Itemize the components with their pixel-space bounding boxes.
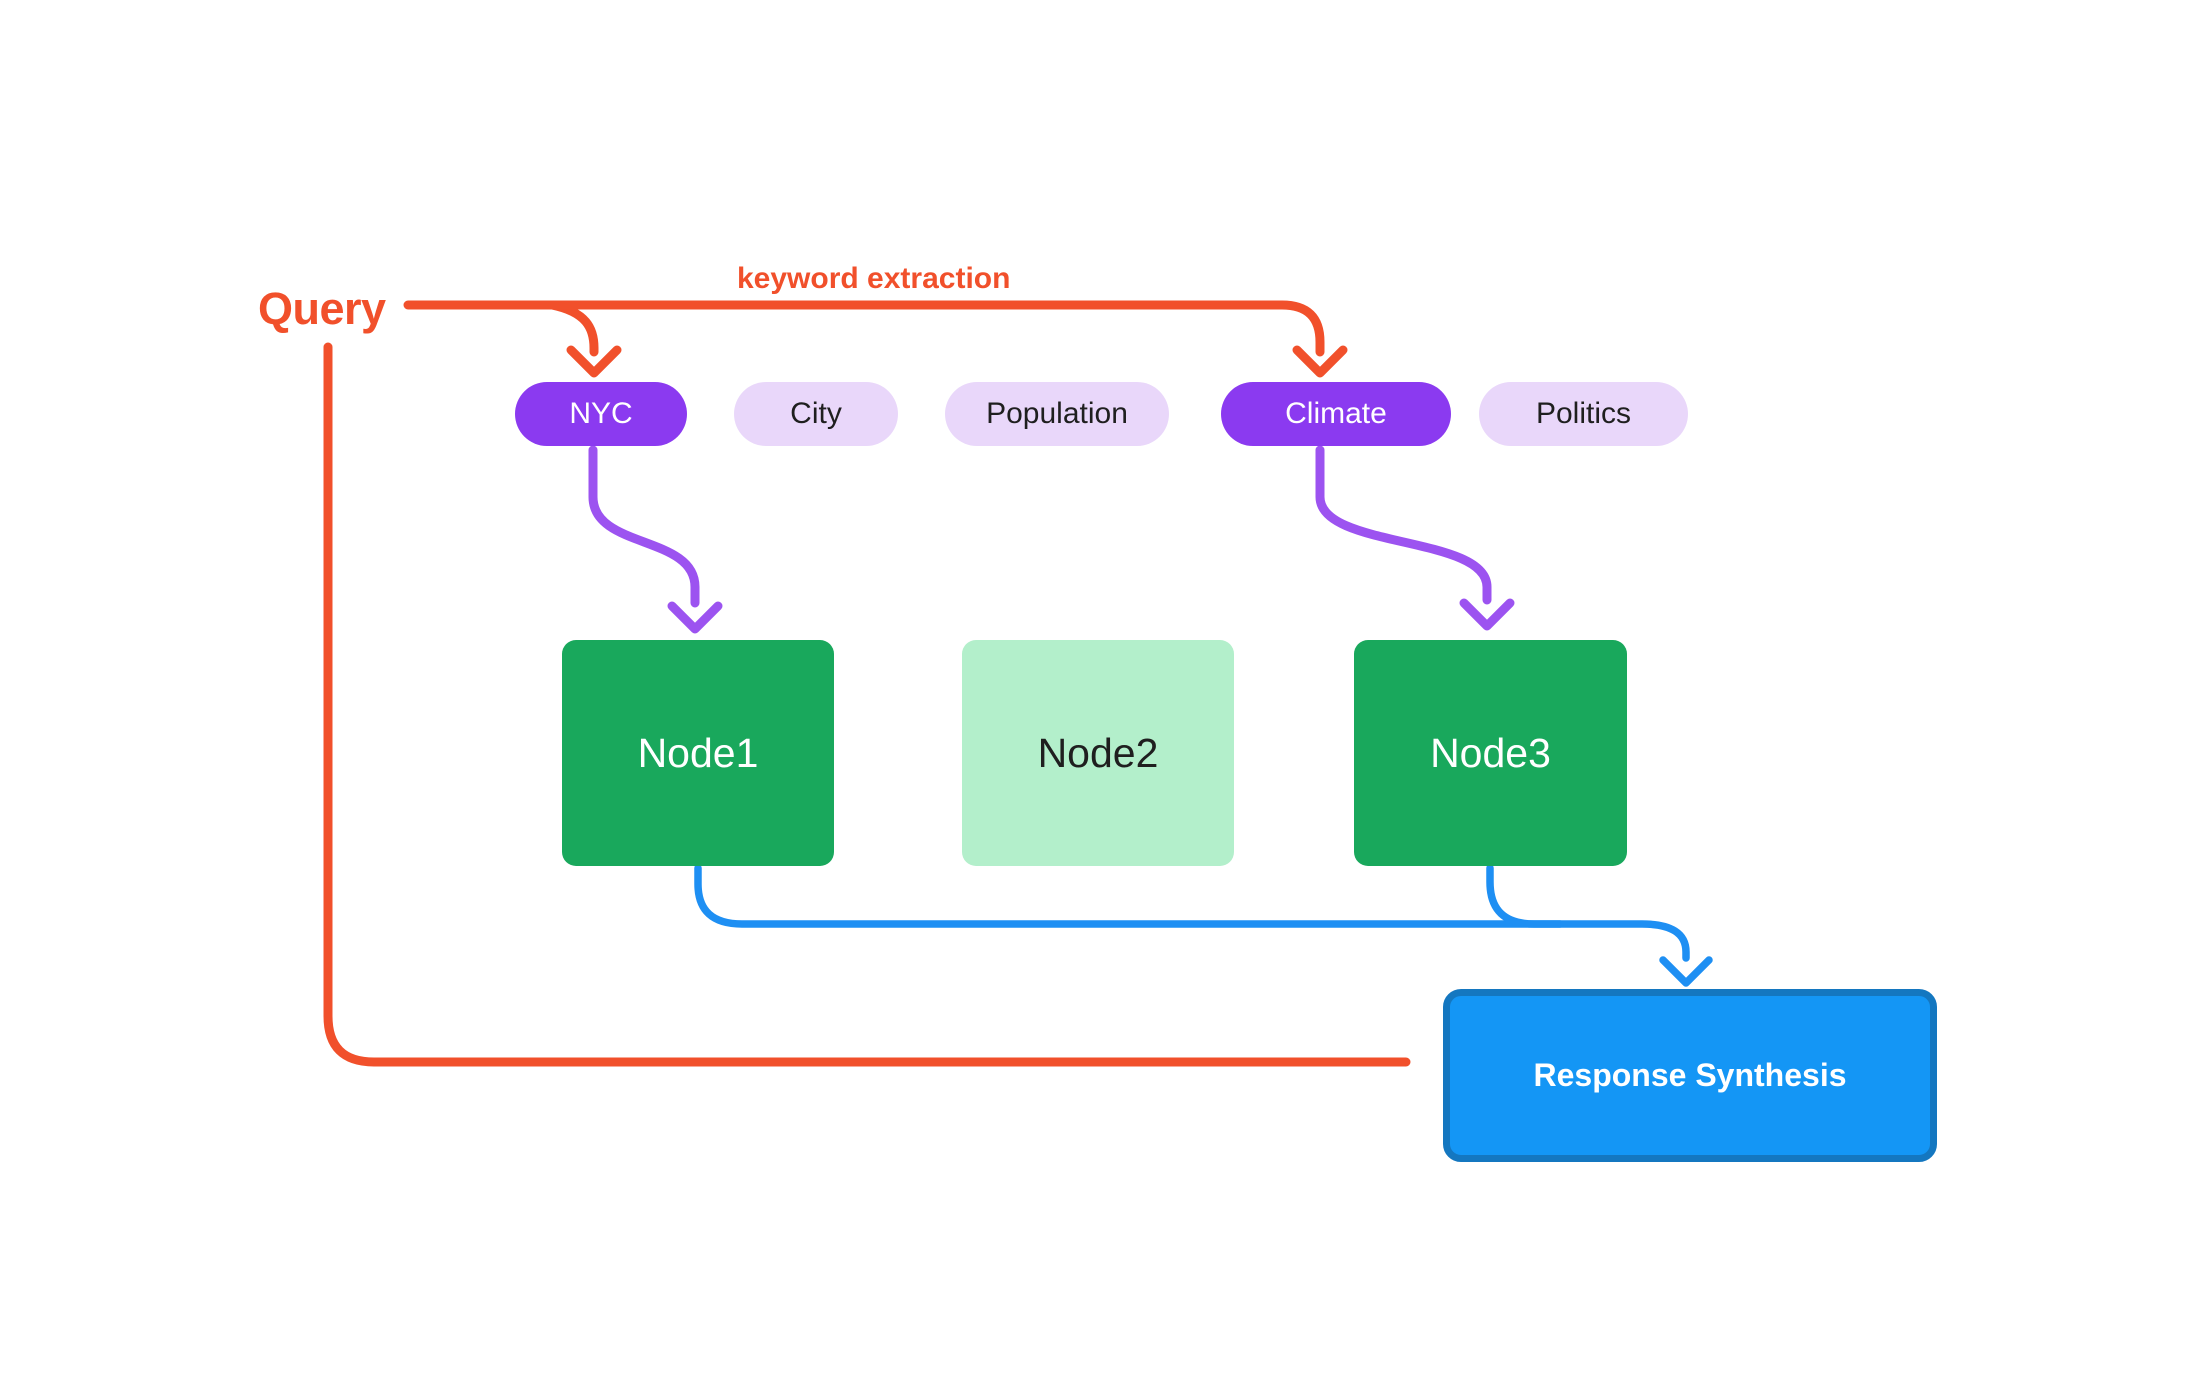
node3-to-response-line <box>1486 864 1564 928</box>
keyword-pill-city: City <box>734 382 898 446</box>
climate-to-node3-line <box>1315 445 1492 605</box>
response-synthesis-box: Response Synthesis <box>1443 989 1937 1162</box>
arrowhead-into-node3-icon <box>1459 598 1515 631</box>
node1-to-response-line <box>694 864 1690 962</box>
nyc-to-node1-line <box>588 445 700 608</box>
node-node2: Node2 <box>962 640 1234 866</box>
node-node1-label: Node1 <box>637 729 759 776</box>
keyword-pill-city-label: City <box>790 397 842 430</box>
keyword-pill-politics: Politics <box>1479 382 1688 446</box>
keyword-pill-climate: Climate <box>1221 382 1451 446</box>
arrowhead-into-node1-icon <box>667 601 723 634</box>
keyword-pill-nyc: NYC <box>515 382 687 446</box>
keyword-extraction-label: keyword extraction <box>737 262 1011 295</box>
query-to-response-line <box>323 342 1411 1067</box>
node-node2-label: Node2 <box>1037 729 1159 776</box>
arrowhead-into-climate-icon <box>1292 345 1348 378</box>
node-node3: Node3 <box>1354 640 1627 866</box>
keyword-pill-nyc-label: NYC <box>569 397 633 430</box>
query-keyword-extraction-line <box>403 300 1325 357</box>
keyword-pill-population-label: Population <box>986 397 1128 430</box>
query-to-nyc-branch-line <box>547 300 599 357</box>
query-label: Query <box>258 283 386 334</box>
node-node3-label: Node3 <box>1430 729 1551 776</box>
keyword-pill-population: Population <box>945 382 1169 446</box>
keyword-pill-politics-label: Politics <box>1535 397 1632 430</box>
arrowhead-into-nyc-icon <box>566 345 622 378</box>
node-node1: Node1 <box>562 640 834 866</box>
keyword-pill-climate-label: Climate <box>1285 397 1387 430</box>
arrowhead-into-response-top-icon <box>1659 956 1713 987</box>
response-synthesis-label: Response Synthesis <box>1533 1057 1847 1093</box>
